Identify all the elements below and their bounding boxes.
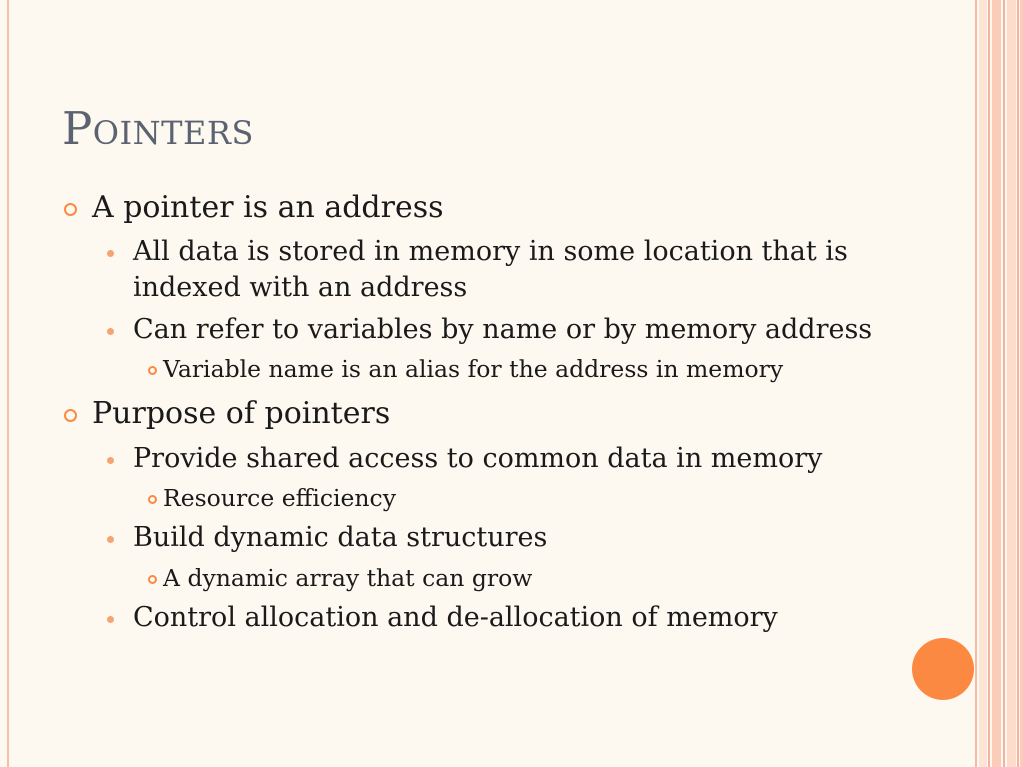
hollow-circle-bullet-icon	[148, 366, 157, 375]
bullet-text: All data is stored in memory in some loc…	[133, 236, 848, 303]
bullet-text: Resource efficiency	[163, 484, 396, 512]
bullet-text: Provide shared access to common data in …	[133, 443, 823, 474]
bullet-item-level-2: Build dynamic data structures	[107, 520, 548, 556]
right-stripe-decoration	[975, 0, 1023, 767]
filled-dot-bullet-icon	[107, 457, 114, 464]
bullet-item-level-2: All data is stored in memory in some loc…	[107, 234, 913, 306]
filled-dot-bullet-icon	[107, 536, 114, 543]
stripe	[992, 0, 1001, 767]
filled-dot-bullet-icon	[107, 328, 114, 335]
bullet-item-level-2: Provide shared access to common data in …	[107, 441, 823, 477]
stripe	[975, 0, 977, 767]
bullet-item-level-3: A dynamic array that can grow	[148, 563, 533, 593]
bullet-item-level-3: Variable name is an alias for the addres…	[148, 354, 784, 384]
stripe	[1003, 0, 1005, 767]
stripe	[988, 0, 990, 767]
filled-dot-bullet-icon	[107, 616, 114, 623]
hollow-circle-bullet-icon	[64, 203, 77, 216]
stripe	[1020, 0, 1023, 767]
bullet-text: A dynamic array that can grow	[163, 564, 533, 592]
bullet-item-level-1: Purpose of pointers	[64, 396, 391, 432]
orange-circle-decoration	[912, 638, 974, 700]
hollow-circle-bullet-icon	[148, 575, 157, 584]
hollow-circle-bullet-icon	[64, 409, 77, 422]
bullet-item-level-3: Resource efficiency	[148, 483, 396, 513]
bullet-text: A pointer is an address	[92, 190, 444, 225]
bullet-text: Variable name is an alias for the addres…	[163, 355, 784, 383]
stripe	[1017, 0, 1019, 767]
bullet-item-level-1: A pointer is an address	[64, 190, 444, 226]
stripe	[979, 0, 987, 767]
filled-dot-bullet-icon	[107, 250, 114, 257]
slide-left-border	[7, 0, 9, 767]
stripe	[1007, 0, 1016, 767]
bullet-item-level-2: Control allocation and de-allocation of …	[107, 600, 778, 636]
slide-title: Pointers	[62, 102, 254, 155]
bullet-text: Purpose of pointers	[92, 396, 391, 431]
bullet-text: Can refer to variables by name or by mem…	[133, 314, 873, 345]
bullet-item-level-2: Can refer to variables by name or by mem…	[107, 312, 873, 348]
bullet-text: Control allocation and de-allocation of …	[133, 602, 778, 633]
bullet-text: Build dynamic data structures	[133, 522, 548, 553]
hollow-circle-bullet-icon	[148, 495, 157, 504]
